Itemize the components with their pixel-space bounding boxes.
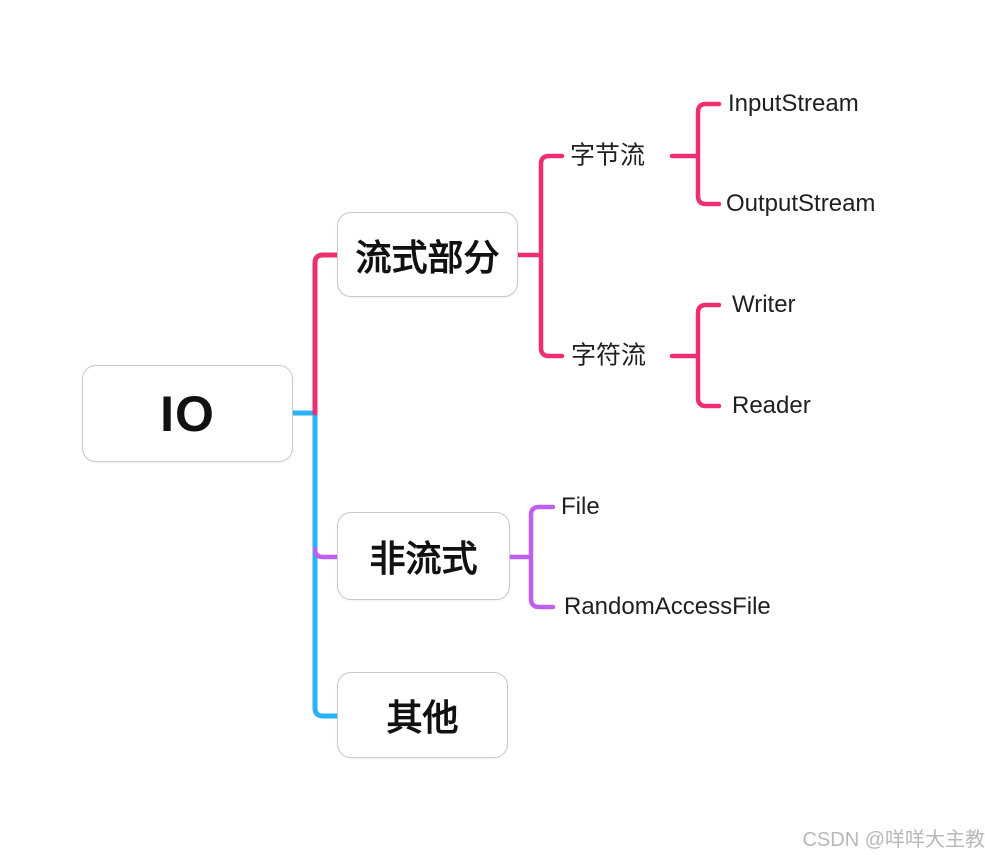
connector-nonstream-trunk [312, 546, 340, 560]
leaf-randomaccessfile: RandomAccessFile [564, 592, 771, 620]
leaf-outputstream: OutputStream [726, 189, 876, 217]
node-non-stream-label: 非流式 [369, 538, 478, 579]
connector-charstream-children [669, 302, 722, 409]
leaf-file: File [561, 492, 600, 520]
leaf-inputstream: InputStream [728, 89, 859, 117]
connector-other-branch [290, 410, 340, 719]
connector-bytestream-children [669, 101, 722, 207]
node-io: IO [82, 365, 293, 462]
leaf-reader: Reader [732, 391, 811, 419]
connector-stream-children [515, 153, 565, 359]
node-other-label: 其他 [386, 697, 459, 738]
node-other: 其他 [337, 672, 508, 758]
watermark: CSDN @咩咩大主教 [802, 829, 985, 851]
node-io-label: IO [160, 385, 215, 442]
connector-nonstream-children [507, 504, 556, 610]
node-stream-part: 流式部分 [337, 212, 518, 297]
connector-stream-trunk [312, 252, 340, 416]
leaf-byte-stream: 字节流 [570, 141, 646, 170]
leaf-char-stream: 字符流 [571, 341, 647, 370]
leaf-writer: Writer [732, 290, 796, 318]
node-stream-part-label: 流式部分 [355, 236, 500, 278]
node-non-stream: 非流式 [337, 512, 510, 600]
